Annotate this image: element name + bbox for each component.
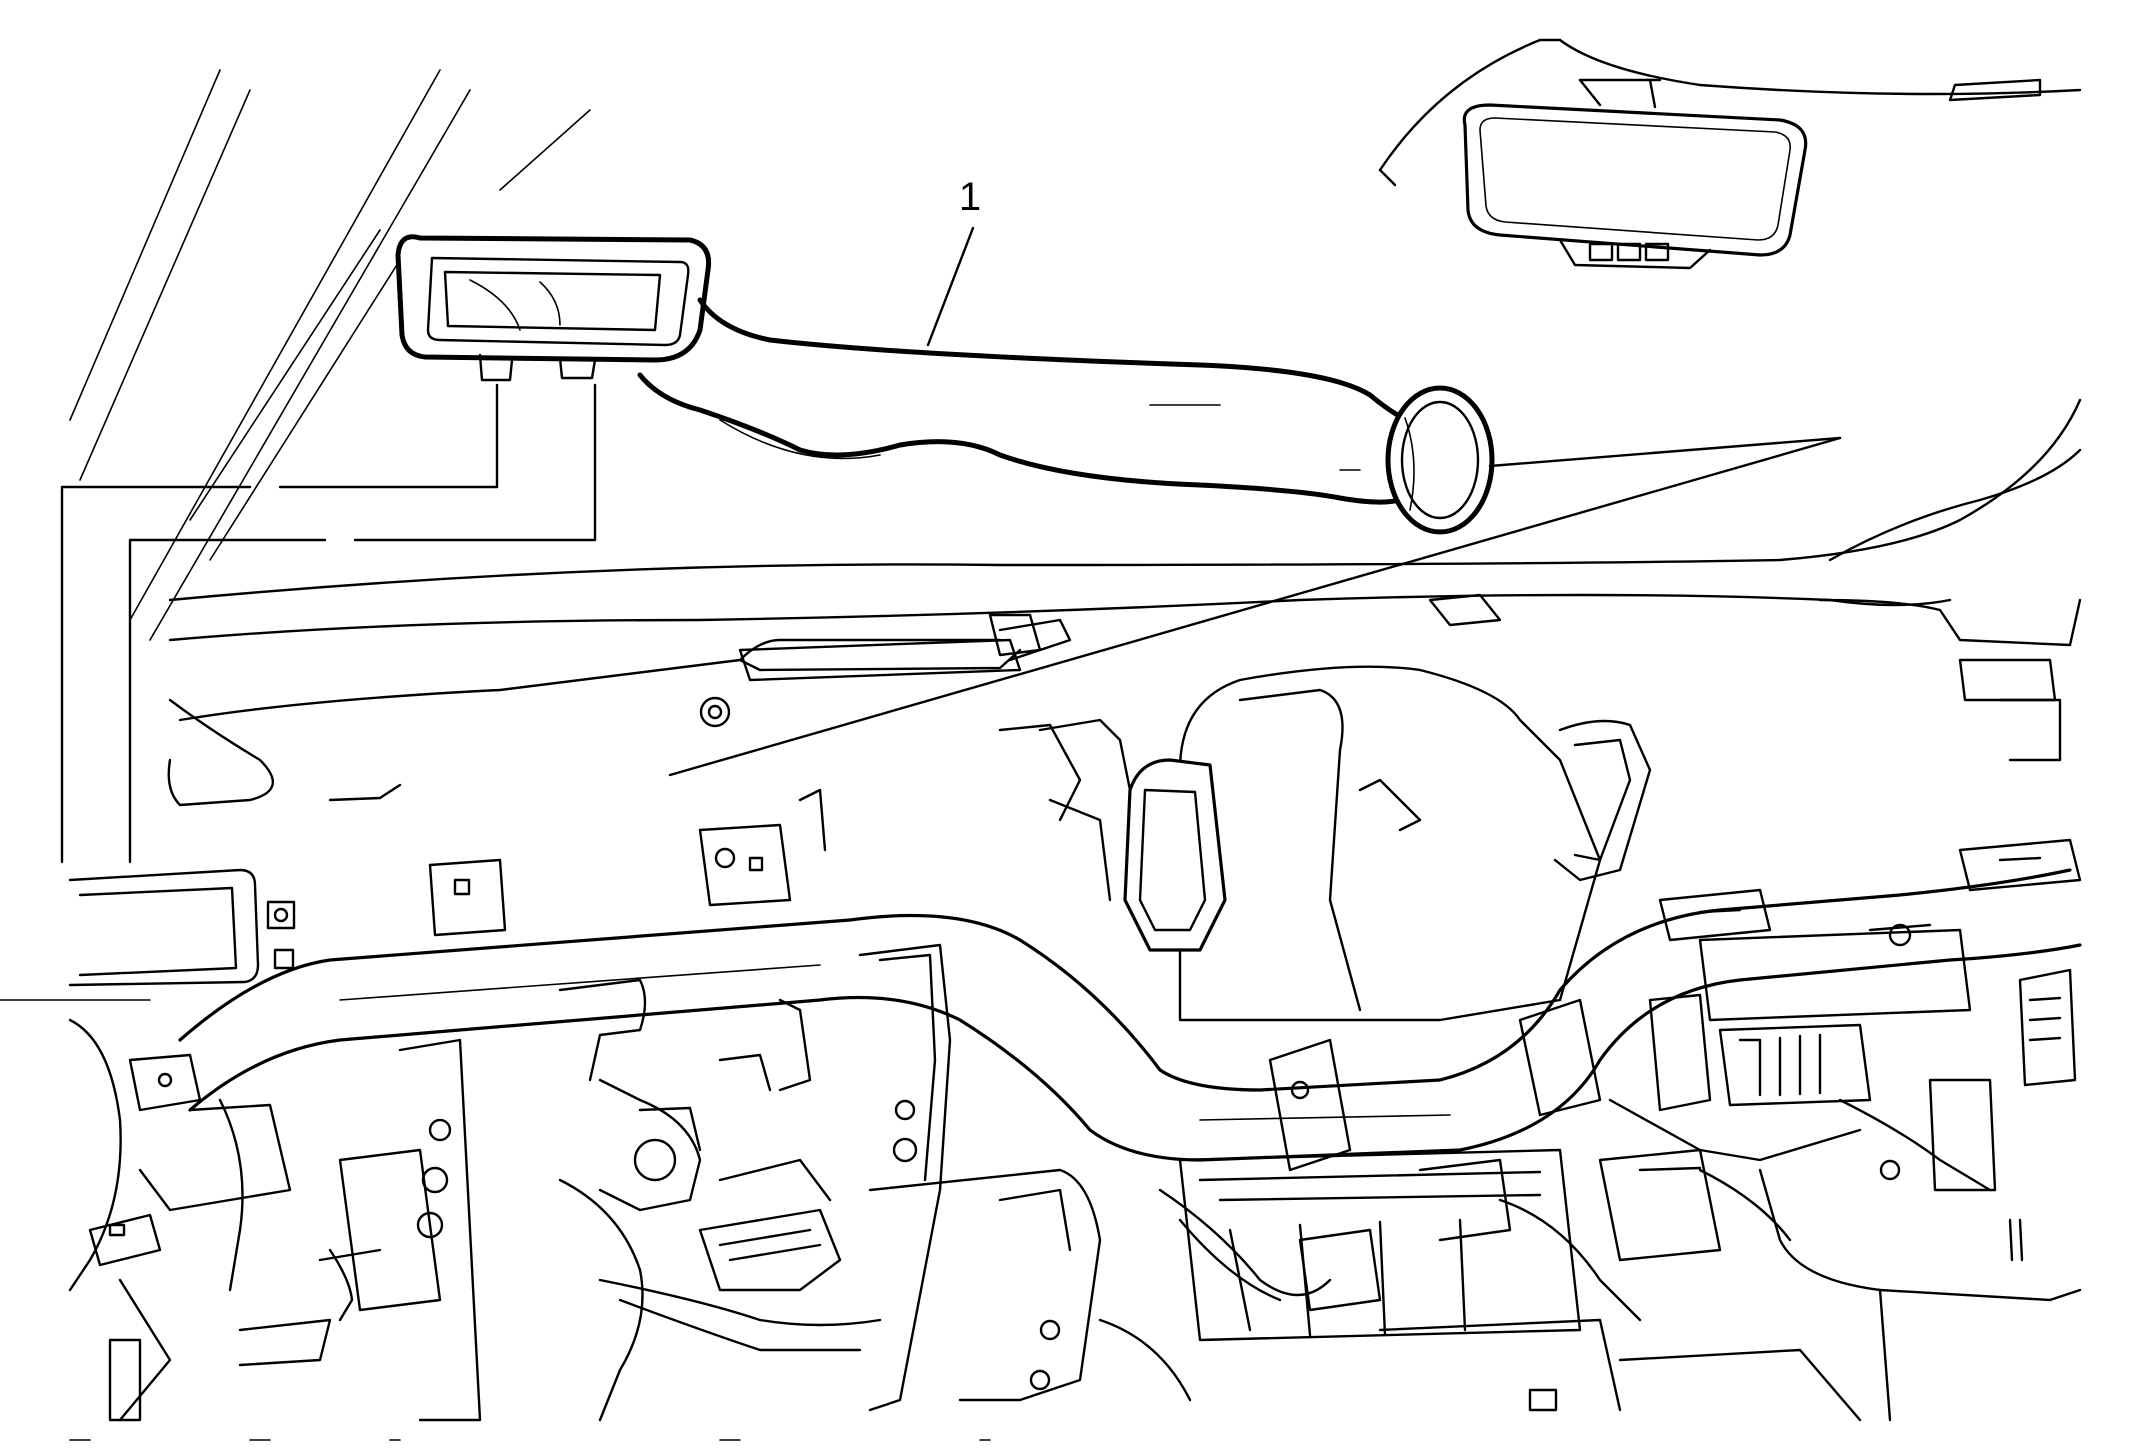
fastener-leader-lines [60, 383, 597, 864]
projection-lines [668, 436, 1842, 777]
right-electrical-module [1608, 928, 2077, 1192]
wire-harness [558, 1158, 1792, 1422]
callout-number: 1 [959, 175, 981, 219]
headliner-outline [1378, 38, 2082, 187]
right-lower-trim [1758, 1168, 2082, 1422]
hvac-blower-housing [1098, 1148, 1862, 1422]
lower-left-structure [88, 1038, 482, 1422]
dash-top-panel [167, 398, 2082, 807]
duct-part-1 [395, 234, 1495, 535]
cowl-strip [699, 593, 1502, 728]
callout-1: 1 [926, 175, 981, 347]
left-side-vent [68, 868, 296, 1292]
rearview-mirror [1462, 78, 1808, 270]
beam-brackets [428, 788, 2082, 1172]
windshield-lines [0, 69, 591, 1001]
steering-column-bracket [558, 943, 1102, 1412]
hvac-center-duct [998, 665, 1652, 1022]
